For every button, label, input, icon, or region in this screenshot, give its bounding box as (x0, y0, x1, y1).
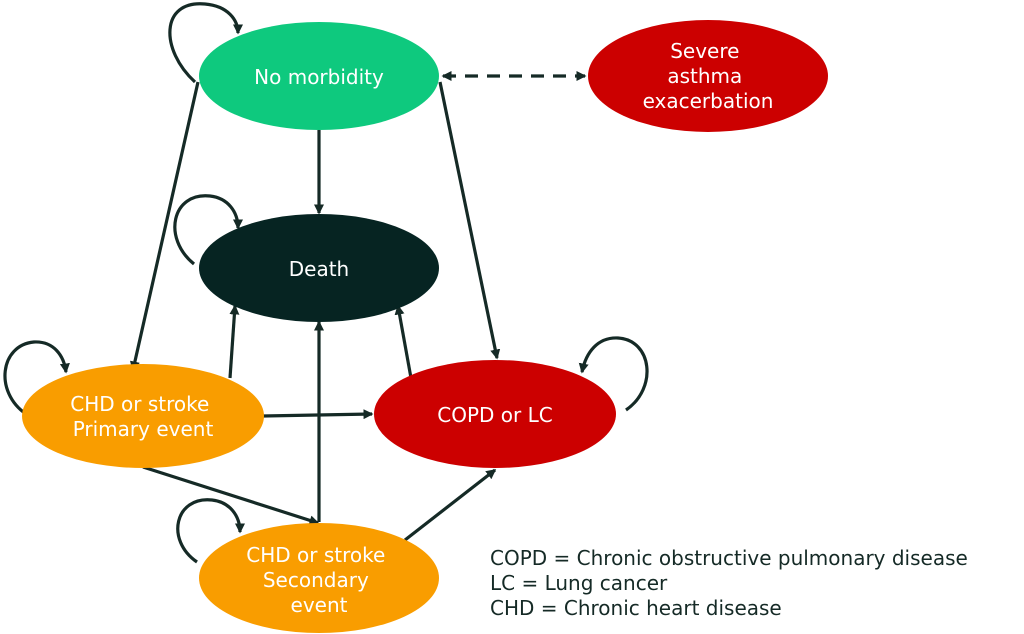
legend-chd: CHD = Chronic heart disease (490, 596, 782, 620)
state-node-copd-lc: COPD or LC (374, 360, 616, 468)
state-node-chd-primary: CHD or stroke Primary event (22, 364, 264, 468)
node-label-no-morbidity: No morbidity (254, 65, 384, 89)
node-label-copd-lc: COPD or LC (437, 403, 552, 427)
node-shape-chd-secondary (199, 523, 439, 633)
abbreviation-legend: COPD = Chronic obstructive pulmonary dis… (490, 546, 968, 621)
state-node-severe-asthma: Severe asthma exacerbation (588, 20, 828, 132)
node-label-chd-secondary-line1: CHD or stroke (246, 543, 385, 567)
node-label-severe-asthma-line2: asthma (667, 64, 742, 88)
state-node-death: Death (199, 214, 439, 322)
self-loops (3, 2, 649, 564)
legend-copd: COPD = Chronic obstructive pulmonary dis… (490, 546, 968, 570)
arrow-no-morbidity-to-copd-lc (438, 81, 501, 360)
arrow-chd-primary-to-chd-secondary (142, 465, 320, 526)
legend-lc: LC = Lung cancer (490, 571, 668, 595)
arrow-copd-lc-to-death (394, 304, 413, 379)
state-node-chd-secondary: CHD or stroke Secondary event (199, 523, 439, 633)
self-loop-copd-lc (578, 336, 649, 412)
node-label-severe-asthma-line3: exacerbation (643, 89, 774, 113)
node-label-chd-primary-line2: Primary event (73, 417, 214, 441)
svg-text:CHD or stroke Secondary: CHD or stroke Secondary event (246, 543, 391, 617)
svg-text:No morbidity: No morbidity (254, 65, 384, 89)
arrow-chd-secondary-to-copd-lc (404, 468, 497, 542)
node-shape-chd-primary (22, 364, 264, 468)
node-label-severe-asthma-line1: Severe (670, 39, 739, 63)
node-label-chd-secondary-line2: Secondary (263, 568, 369, 592)
node-label-death: Death (289, 257, 349, 281)
self-loop-no-morbidity (168, 2, 243, 84)
node-shape-no-morbidity (199, 22, 439, 130)
node-shape-death (199, 214, 439, 322)
svg-text:Severe asthma exac: Severe asthma exacerbation (643, 39, 774, 113)
self-loop-chd-primary (3, 340, 70, 416)
transition-arrows (129, 71, 587, 542)
arrow-no-morbidity-to-chd-primary (129, 81, 200, 372)
node-shape-severe-asthma (588, 20, 828, 132)
svg-text:CHD or stroke Primary ev: CHD or stroke Primary event (70, 392, 215, 441)
self-loop-death (173, 194, 243, 266)
self-loop-chd-secondary (176, 498, 245, 564)
state-node-no-morbidity: No morbidity (199, 22, 439, 130)
node-label-chd-secondary-line3: event (291, 593, 348, 617)
node-label-chd-primary-line1: CHD or stroke (70, 392, 209, 416)
svg-text:Death: Death (289, 257, 349, 281)
arrow-chd-primary-to-death (228, 304, 240, 379)
node-shape-copd-lc (374, 360, 616, 468)
svg-text:COPD or LC: COPD or LC (437, 403, 552, 427)
